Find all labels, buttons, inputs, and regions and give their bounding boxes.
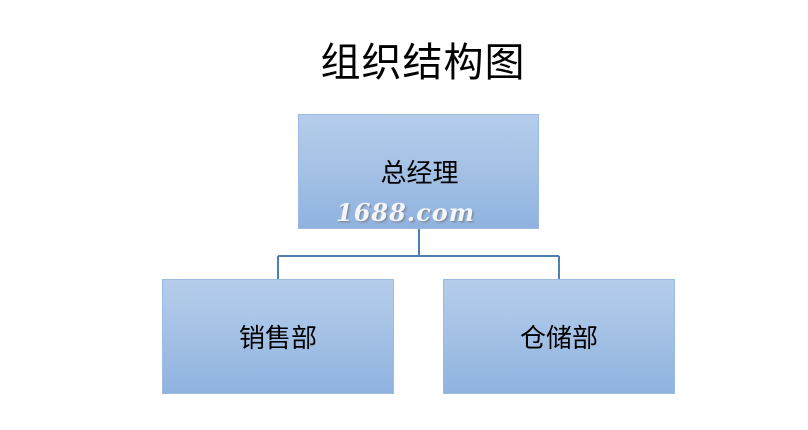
org-node-warehouse-department[interactable]: 仓储部 <box>443 279 675 394</box>
watermark-logo: 1688.com <box>336 198 476 227</box>
org-node-label: 总经理 <box>380 159 459 189</box>
org-node-general-manager[interactable]: 总经理 <box>298 114 539 229</box>
org-node-label: 销售部 <box>238 324 317 354</box>
diagram-title: 组织结构图 <box>320 40 526 86</box>
org-node-sales-department[interactable]: 销售部 <box>162 279 394 394</box>
org-node-label: 仓储部 <box>519 324 598 354</box>
